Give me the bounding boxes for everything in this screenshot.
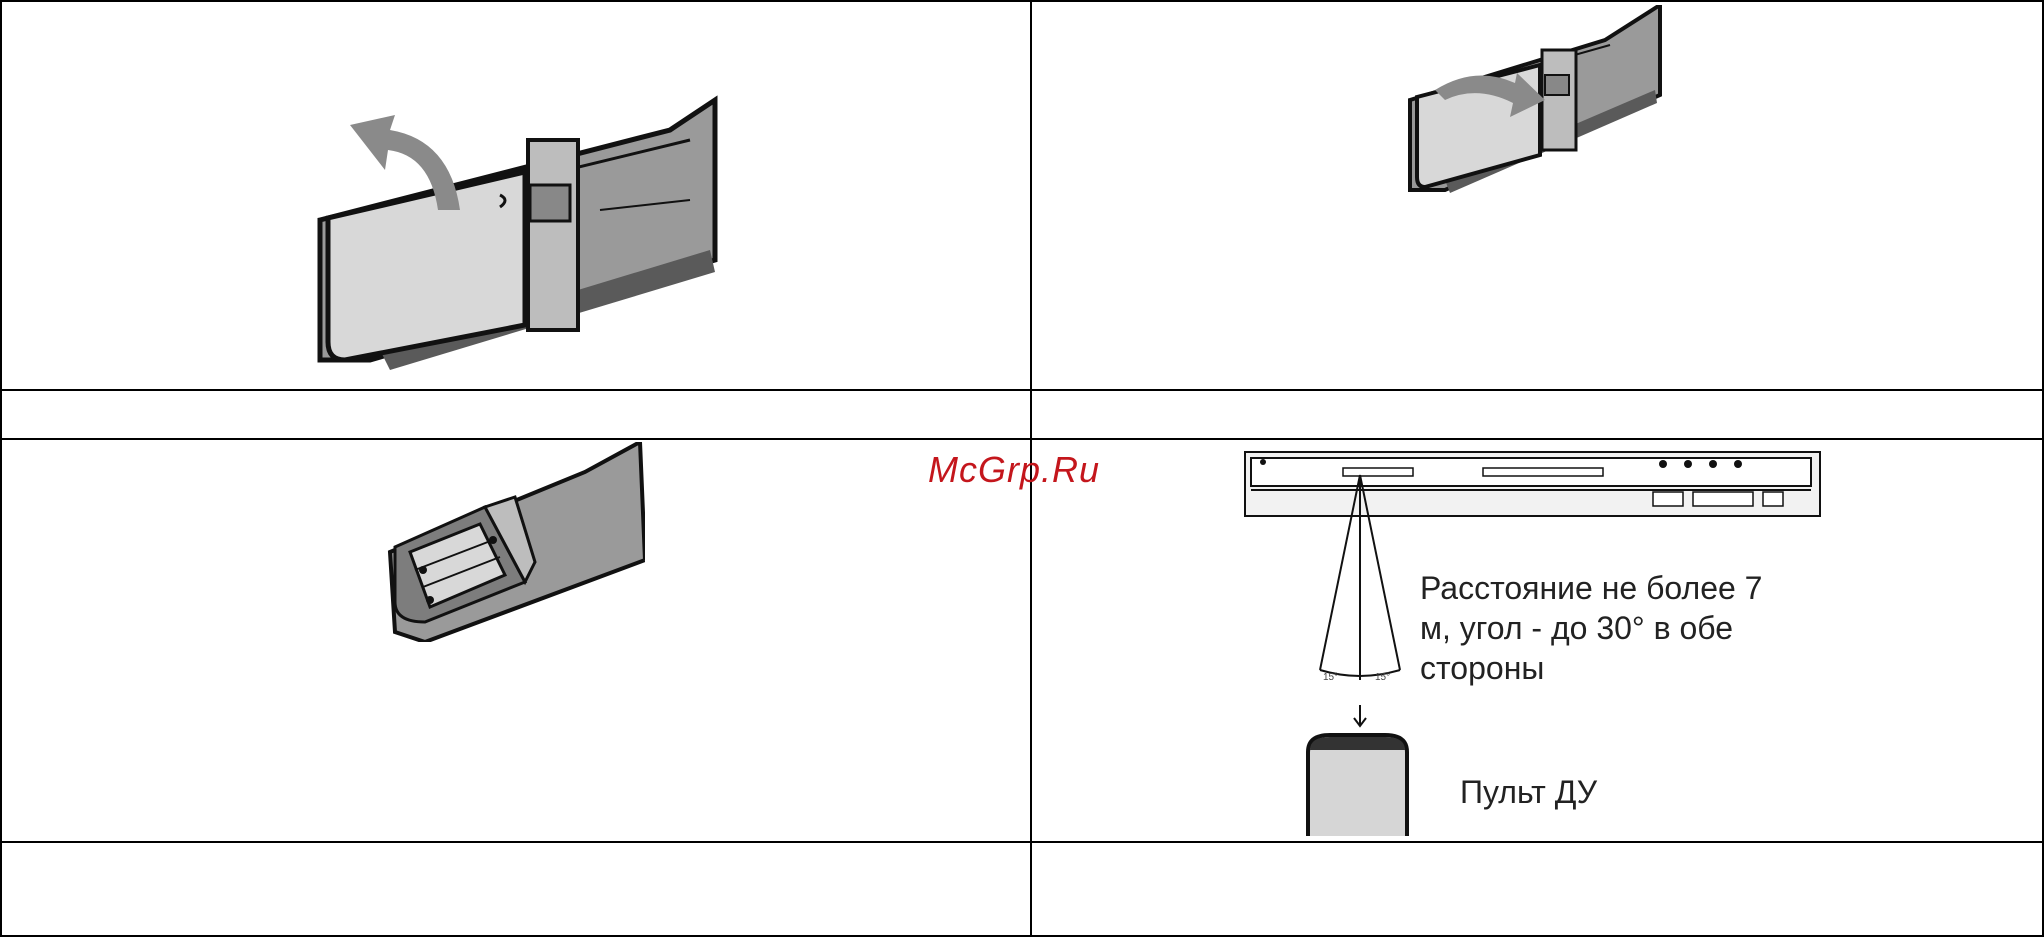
range-line-1: Расстояние не более 7 [1420,568,1840,608]
range-line-2: м, угол - до 30° в обе [1420,608,1840,648]
remote-label: Пульт ДУ [1460,772,1597,812]
battery-compartment-illustration [385,442,645,642]
watermark: McGrp.Ru [928,447,1100,493]
range-line-3: стороны [1420,648,1840,688]
range-description: Расстояние не более 7 м, угол - до 30° в… [1420,568,1840,688]
angle-right-label: 15° [1375,672,1390,683]
remote-cover-close-illustration [1405,5,1665,195]
remote-cover-open-illustration [310,60,730,370]
angle-left-label: 15° [1323,672,1338,683]
remote-control-illustration [1305,732,1410,836]
ir-range-cone [1300,470,1420,730]
